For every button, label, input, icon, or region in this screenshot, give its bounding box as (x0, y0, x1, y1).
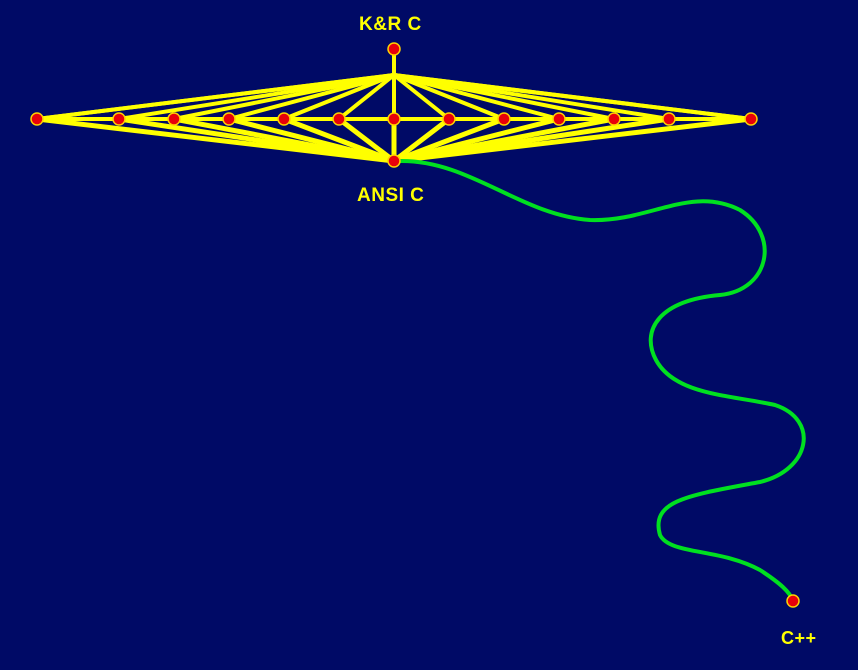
dialect-node (662, 112, 676, 126)
dialect-node (277, 112, 291, 126)
dialect-nodes (30, 42, 800, 608)
dialect-edge (365, 73, 396, 99)
kr-c-node (387, 42, 401, 56)
cpp-label: C++ (781, 628, 817, 648)
cpp-evolution-path (398, 158, 806, 603)
dialect-node (497, 112, 511, 126)
dialect-node (552, 112, 566, 126)
dialect-edge (281, 116, 397, 164)
kr-c-label: K&R C (359, 14, 422, 35)
ansi-c-node (387, 154, 401, 168)
ansi-c-label: ANSI C (357, 185, 425, 206)
dialect-edge (337, 73, 396, 99)
dialect-edge (336, 116, 397, 164)
dialect-node (167, 112, 181, 126)
dialect-node (112, 112, 126, 126)
dialect-edge (391, 116, 452, 164)
dialect-node (30, 112, 44, 126)
dialect-node (607, 112, 621, 126)
dialect-node (332, 112, 346, 126)
dialect-edge (226, 116, 397, 164)
dialect-node (387, 112, 401, 126)
dialect-node (442, 112, 456, 126)
dialect-node (744, 112, 758, 126)
dialect-edges (34, 47, 754, 164)
cpp-node (786, 594, 800, 608)
dialect-node (222, 112, 236, 126)
